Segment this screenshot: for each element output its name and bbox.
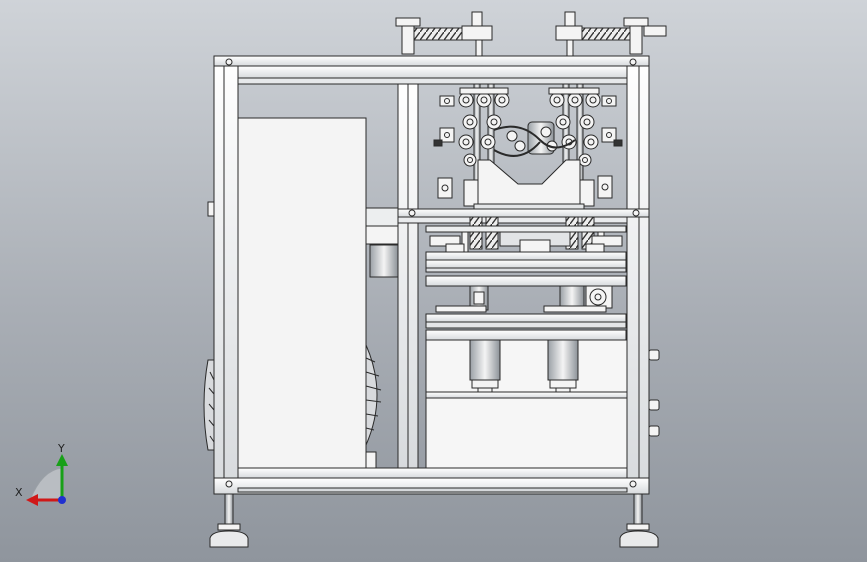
cooling-fan-left [203,201,215,451]
knob-2[interactable] [648,399,660,411]
center-roller-chain [493,121,576,157]
roller-column-left [458,83,510,210]
gear-motor-left [469,339,501,393]
lower-drive-assembly [425,275,627,341]
x-arrow-head [26,494,38,506]
v-block-carriage [463,159,595,210]
x-axis-label: X [15,486,23,499]
lift-plate-assembly [425,225,627,273]
leveling-foot-right [619,493,659,548]
coordinate-triad: X Y [15,442,68,506]
top-screw-assembly-right [555,11,667,57]
side-panel-box [237,117,399,469]
aluminum-frame [213,55,650,495]
leveling-foot-left [209,493,249,548]
spring-guides [461,216,605,257]
control-knobs[interactable] [648,349,660,437]
knob-1[interactable] [648,349,660,361]
y-arrow-head [56,454,68,466]
y-axis-label: Y [57,442,65,455]
frame-bolts [225,58,640,488]
lower-motor-compartment [425,339,628,469]
z-axis-dot [58,496,66,504]
top-screw-assembly-left [395,11,493,57]
knob-3[interactable] [648,425,660,437]
cooling-fan-right [365,344,382,446]
guide-brackets [433,95,623,199]
gear-motor-right [547,339,579,393]
